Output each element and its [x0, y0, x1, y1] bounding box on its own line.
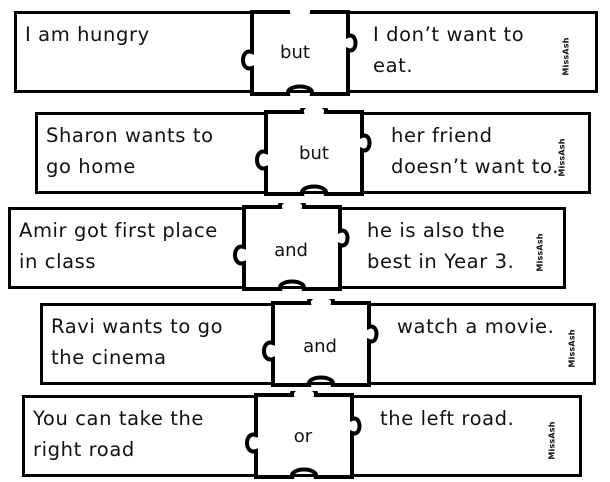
- puzzle-piece-1[interactable]: [230, 10, 370, 96]
- puzzle-piece-2[interactable]: [244, 108, 384, 198]
- connective-label: and: [274, 240, 308, 261]
- connective-label: but: [299, 143, 329, 164]
- missash-logo: MissAsh: [535, 233, 545, 272]
- missash-logo: MissAsh: [557, 138, 567, 177]
- right-clause: the left road.: [380, 407, 515, 430]
- puzzle-piece-5[interactable]: [234, 391, 374, 481]
- missash-logo: MissAsh: [561, 37, 571, 76]
- right-clause: watch a movie.: [397, 315, 555, 338]
- connective-label: and: [303, 336, 337, 357]
- puzzle-piece-4[interactable]: [251, 299, 391, 389]
- connective-label: but: [280, 42, 310, 63]
- missash-logo: MissAsh: [547, 421, 557, 460]
- missash-logo: MissAsh: [567, 329, 577, 368]
- left-clause: I am hungry: [25, 23, 150, 46]
- connective-label: or: [293, 426, 313, 447]
- puzzle-piece-3[interactable]: [222, 203, 362, 293]
